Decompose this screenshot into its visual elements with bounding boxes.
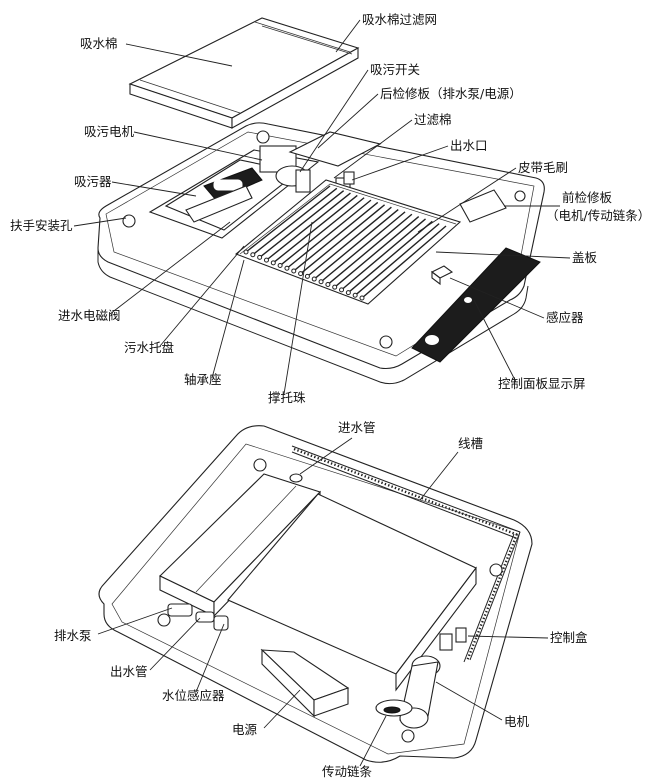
roller-slat xyxy=(259,190,345,258)
label-drain-pump: 排水泵 xyxy=(54,628,92,643)
label-control-display: 控制面板显示屏 xyxy=(498,376,586,391)
support-bead xyxy=(291,268,297,274)
label-level-sensor: 水位感应器 xyxy=(162,688,225,703)
support-bead xyxy=(243,249,249,255)
roller-slat xyxy=(334,216,420,288)
label-filter-cotton: 过滤棉 xyxy=(414,112,452,127)
label-wire-slot: 线槽 xyxy=(458,436,483,451)
support-bead xyxy=(284,265,290,271)
label-drive-chain: 传动链条 xyxy=(322,764,373,779)
label-handle-holes: 扶手安装孔 xyxy=(10,218,73,233)
roller-slat xyxy=(341,218,426,291)
roller-slat xyxy=(306,206,392,277)
roller-slat xyxy=(279,197,365,267)
roller-slat xyxy=(286,199,372,269)
support-bead xyxy=(298,271,304,277)
drive-chain xyxy=(375,699,413,717)
label-front-panel-line1: 前检修板 xyxy=(562,190,613,205)
label-support-beads: 撑托珠 xyxy=(268,390,306,405)
label-sensor: 感应器 xyxy=(546,310,584,325)
top-leader-lines xyxy=(73,19,571,395)
roller-slat xyxy=(313,208,399,280)
support-bead xyxy=(270,260,276,266)
support-bead xyxy=(277,263,283,269)
support-bead xyxy=(352,292,358,298)
label-front-panel-line2: （电机/传动链条） xyxy=(546,208,650,223)
support-bead xyxy=(359,295,365,301)
power-supply-box xyxy=(260,648,350,718)
roller-slat xyxy=(252,187,338,256)
label-motor: 电机 xyxy=(504,714,530,729)
pump-and-sensor xyxy=(167,603,229,631)
label-suction-device: 吸污器 xyxy=(74,174,112,189)
front-service-panel xyxy=(459,189,507,223)
roller-slat xyxy=(361,225,447,299)
roller-slat xyxy=(347,220,433,294)
label-inlet-valve: 进水电磁阀 xyxy=(58,308,121,323)
wire-slot xyxy=(291,445,521,663)
support-bead xyxy=(263,257,269,263)
absorbent-cotton-pad xyxy=(128,17,360,129)
support-bead xyxy=(257,254,263,260)
bottom-interior-view: 进水管 线槽 排水泵 控制盒 出水管 水位感应器 电机 电源 传动链条 xyxy=(54,420,588,779)
label-rear-panel: 后检修板（排水泵/电源） xyxy=(380,86,522,101)
label-absorbent-cotton: 吸水棉 xyxy=(80,36,118,51)
roller-slat xyxy=(266,192,351,261)
sensor-box xyxy=(430,265,454,286)
roller-slat xyxy=(354,223,440,296)
suction-device-area xyxy=(148,145,320,239)
label-belt-brush: 皮带毛刷 xyxy=(518,160,568,175)
label-absorbent-cotton-filter: 吸水棉过滤网 xyxy=(362,12,437,27)
support-bead xyxy=(304,273,310,279)
roller-slat xyxy=(245,185,331,253)
bottom-corner-holes xyxy=(157,458,503,743)
support-bead xyxy=(345,290,351,296)
support-bead xyxy=(318,279,324,285)
roller-slat xyxy=(293,201,379,272)
label-power-supply: 电源 xyxy=(232,722,258,737)
roller-slat xyxy=(300,204,386,275)
roller-slat xyxy=(320,211,406,283)
bottom-leader-lines xyxy=(97,437,549,767)
support-bead xyxy=(250,252,256,258)
label-control-box: 控制盒 xyxy=(550,630,588,645)
roller-slat xyxy=(272,194,358,264)
label-bearing-seat: 轴承座 xyxy=(184,372,222,387)
support-bead xyxy=(332,284,338,290)
control-panel-display xyxy=(411,247,541,363)
label-cover-plate: 盖板 xyxy=(572,250,598,265)
roller-slat xyxy=(327,213,413,286)
support-bead xyxy=(339,287,345,293)
support-bead xyxy=(325,281,331,287)
label-inlet-pipe: 进水管 xyxy=(338,420,376,435)
control-box xyxy=(439,627,467,651)
label-waste-tray: 污水托盘 xyxy=(124,340,174,355)
label-water-outlet: 出水口 xyxy=(450,138,488,153)
label-suction-motor: 吸污电机 xyxy=(84,124,135,139)
support-bead xyxy=(311,276,317,282)
label-outlet-pipe: 出水管 xyxy=(110,664,148,679)
label-suction-switch: 吸污开关 xyxy=(370,62,420,77)
top-exploded-view: 吸水棉 吸水棉过滤网 吸污开关 后检修板（排水泵/电源） 过滤棉 吸污电机 出水… xyxy=(10,12,650,405)
roller-belt-area xyxy=(234,179,462,305)
